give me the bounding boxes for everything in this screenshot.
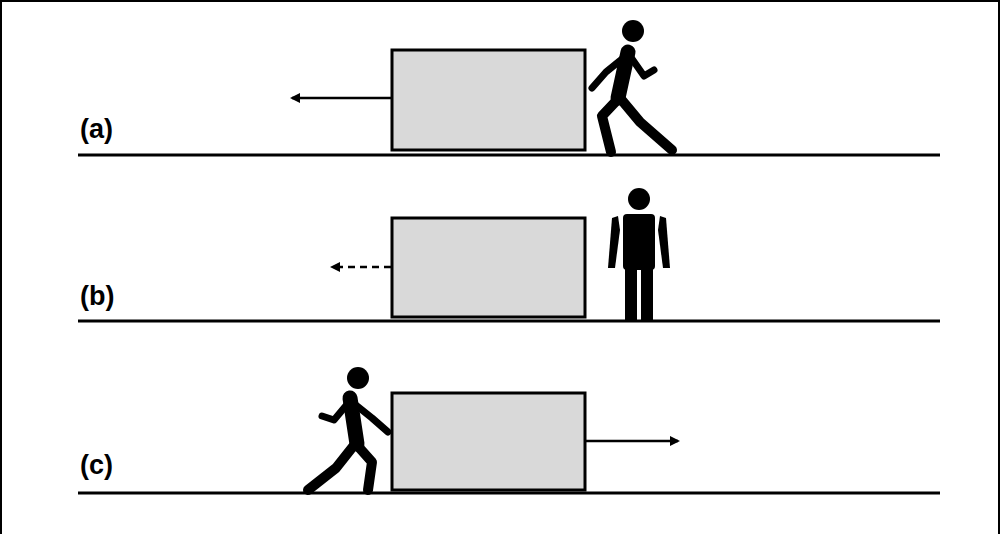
- walking-person: [308, 367, 388, 490]
- force-arrow: [292, 97, 391, 100]
- crate-box: [392, 50, 585, 150]
- ground-line: [78, 154, 940, 157]
- panel-label: (a): [80, 116, 113, 143]
- panel-label: (b): [80, 283, 114, 310]
- ground-line: [78, 492, 940, 495]
- panel-label: (c): [80, 452, 113, 479]
- force-arrow: [332, 266, 391, 269]
- walking-person: [592, 20, 672, 152]
- standing-person: [608, 188, 670, 321]
- ground-line: [78, 320, 940, 323]
- crate-box: [392, 218, 585, 317]
- crate-box: [392, 393, 585, 490]
- force-arrow: [586, 440, 678, 443]
